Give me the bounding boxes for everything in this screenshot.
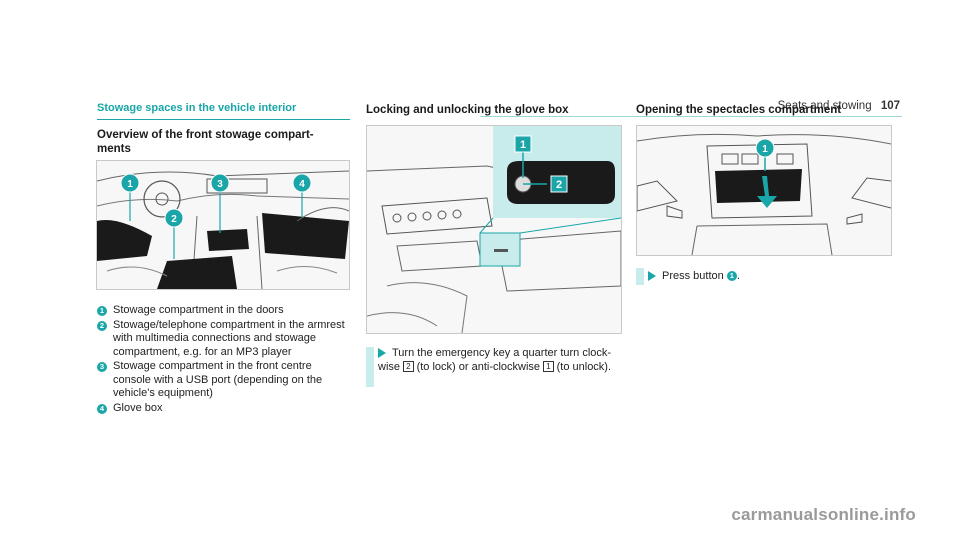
legend-number: 1	[97, 306, 107, 316]
legend-number: 2	[97, 320, 107, 331]
legend-item: 1 Stowage compartment in the doors	[97, 304, 352, 318]
callout-1: 1	[762, 144, 768, 155]
running-header: Seats and stowing 107	[778, 100, 900, 112]
callout-2: 2	[556, 179, 562, 191]
watermark: carmanualsonline.info	[731, 505, 916, 524]
section-title-rule	[97, 119, 350, 120]
legend-item: 4 Glove box	[97, 402, 352, 416]
spectacles-title: Opening the spectacles compartment	[636, 104, 842, 116]
spectacles-figure: 1	[636, 125, 892, 256]
legend-text: Stowage compartment in the doors	[113, 304, 284, 316]
legend-text: Stowage compartment in the front centre …	[113, 360, 323, 399]
glove-box-title: Locking and unlocking the glove box	[366, 104, 569, 116]
button-number-badge: 1	[726, 271, 737, 282]
glove-box-figure: 1 2	[366, 125, 622, 334]
step-marker-bar	[366, 347, 374, 387]
overview-subtitle: Overview of the front stowage compart- m…	[97, 129, 314, 155]
legend-number: 3	[97, 362, 107, 372]
step-text-2: (to lock) or anti-clockwise	[413, 360, 544, 373]
callout-1: 1	[520, 139, 526, 151]
callout-4: 4	[299, 179, 305, 190]
step-arrow-icon	[378, 348, 386, 359]
legend-list: 1 Stowage compartment in the doors 2 Sto…	[97, 304, 352, 416]
header-section: Seats and stowing	[777, 100, 872, 112]
step-prefix: Press button	[662, 270, 727, 282]
spectacles-step: Press button 1.	[648, 270, 888, 284]
callout-3: 3	[217, 179, 223, 190]
header-divider	[480, 116, 902, 117]
section-title: Stowage spaces in the vehicle interior	[97, 102, 297, 114]
legend-item: 3 Stowage compartment in the front centr…	[97, 360, 352, 401]
key-symbol-1: 1	[543, 361, 554, 373]
callout-2: 2	[171, 214, 177, 225]
step-text-3: (to unlock).	[553, 360, 612, 373]
interior-illustration: 1 2 3 4	[97, 161, 349, 289]
step-marker-bar	[636, 268, 644, 285]
legend-text: Stowage/telephone compartment in the arm…	[113, 318, 345, 358]
step-text-1: Turn the emergency key a quarter turn cl…	[378, 347, 612, 373]
step-arrow-icon	[648, 271, 656, 282]
glove-box-illustration: 1 2	[367, 126, 621, 333]
page-number: 107	[880, 100, 900, 112]
legend-text: Glove box	[113, 401, 163, 414]
callout-1: 1	[127, 179, 133, 190]
glove-box-step: Turn the emergency key a quarter turn cl…	[378, 347, 622, 374]
step-suffix: .	[736, 270, 740, 282]
key-symbol-2: 2	[403, 361, 414, 373]
legend-number: 4	[97, 403, 107, 414]
interior-overview-figure: 1 2 3 4	[96, 160, 350, 290]
spectacles-illustration: 1	[637, 126, 891, 255]
legend-item: 2 Stowage/telephone compartment in the a…	[97, 319, 352, 360]
